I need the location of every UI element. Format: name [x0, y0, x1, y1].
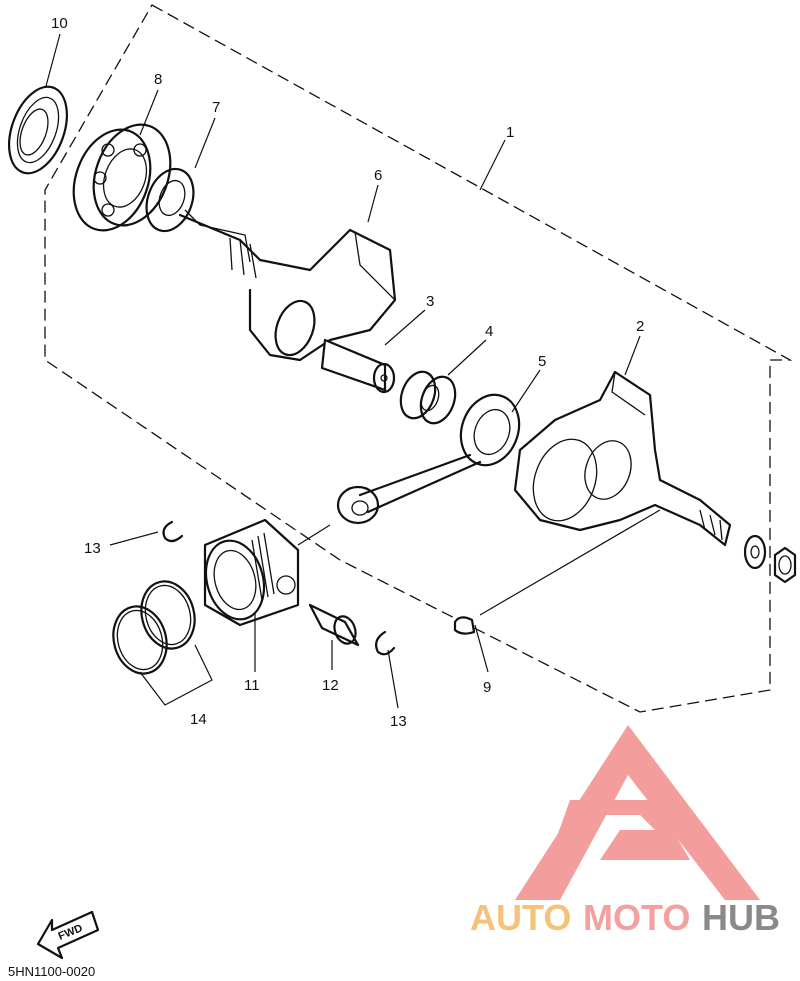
callout-14: 14 — [190, 711, 207, 728]
callout-12: 12 — [322, 677, 339, 694]
leader-lines — [45, 33, 661, 709]
callout-1: 1 — [506, 124, 514, 141]
callout-6: 6 — [374, 167, 382, 184]
callout-11: 11 — [244, 677, 260, 694]
callout-7: 7 — [212, 99, 220, 116]
callout-4: 4 — [485, 323, 493, 340]
watermark-moto: MOTO — [583, 897, 690, 938]
part-bearing — [72, 123, 172, 232]
part-circlip-upper — [162, 520, 184, 543]
logo-outer-triangle — [515, 725, 760, 900]
part-piston — [203, 518, 300, 627]
callout-10: 10 — [51, 15, 68, 32]
callout-8: 8 — [154, 71, 162, 88]
part-piston-rings — [112, 580, 196, 675]
callout-13-lower: 13 — [390, 713, 407, 730]
part-crankshaft-left — [178, 209, 397, 362]
diagram-code: 5HN1100-0020 — [8, 964, 95, 979]
part-crank-pin — [320, 338, 396, 394]
part-crankshaft-right — [513, 370, 732, 547]
callout-2: 2 — [636, 318, 644, 335]
part-circlip-lower — [375, 630, 396, 656]
part-oil-seal — [8, 85, 68, 175]
watermark-hub: HUB — [702, 897, 780, 938]
callout-13-upper: 13 — [84, 540, 101, 557]
part-piston-pin — [308, 603, 360, 647]
part-connecting-rod — [336, 393, 521, 525]
callout-9: 9 — [483, 679, 491, 696]
callout-numbers: 10 8 7 1 6 3 4 5 2 13 11 12 9 13 14 — [51, 15, 644, 730]
callout-3: 3 — [426, 293, 434, 310]
automotohub-logo — [515, 725, 760, 900]
part-washer-nut — [743, 534, 797, 584]
part-woodruff-key — [453, 616, 476, 635]
part-collar — [145, 167, 195, 233]
callout-5: 5 — [538, 353, 546, 370]
assembly-boundary — [44, 4, 793, 713]
part-needle-bearing — [399, 370, 457, 425]
logo-inner-shape — [545, 800, 690, 870]
fwd-arrow-icon: FWD — [36, 910, 100, 960]
watermark-auto: AUTO — [470, 897, 571, 938]
